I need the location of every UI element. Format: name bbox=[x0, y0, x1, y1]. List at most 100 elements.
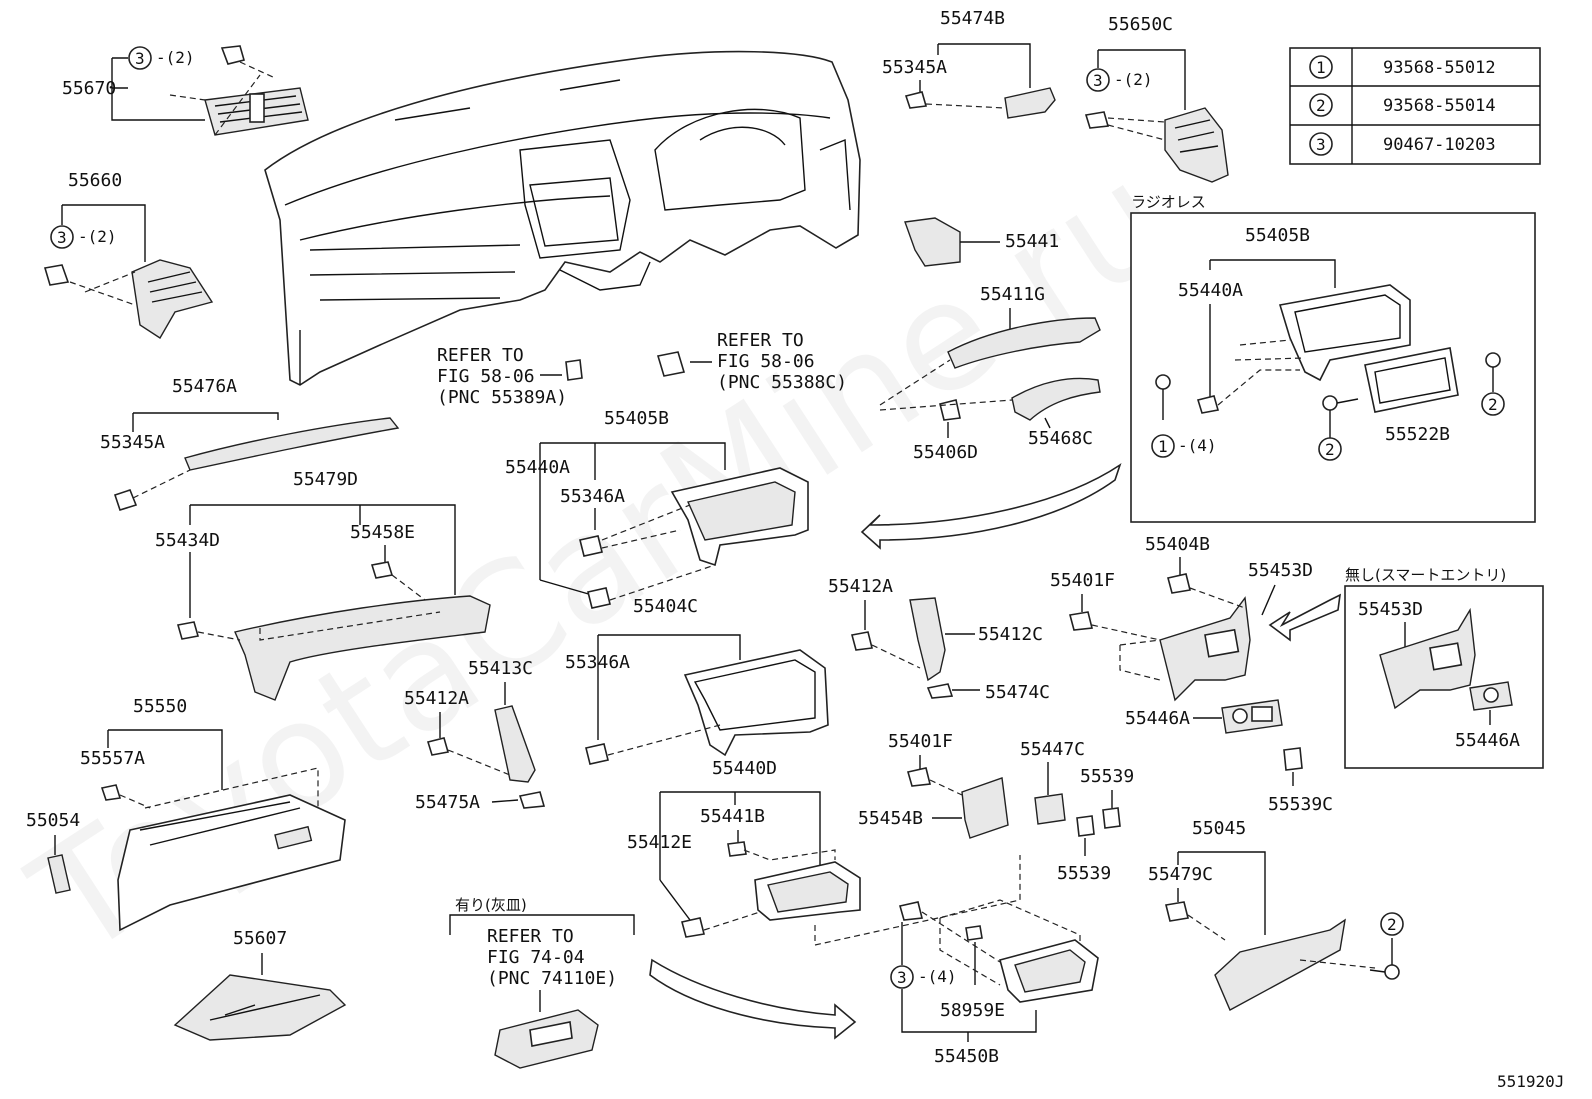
label-55346A: 55346A bbox=[560, 486, 625, 507]
svg-text:2: 2 bbox=[1387, 915, 1397, 934]
legend-part-2: 93568-55014 bbox=[1383, 96, 1496, 116]
refer-note-55389a-3: (PNC 55389A) bbox=[437, 387, 567, 408]
plug-icon bbox=[1283, 747, 1303, 771]
clip-icon bbox=[100, 784, 122, 801]
label-55474B: 55474B bbox=[940, 8, 1005, 29]
refer-note-74110e-3: (PNC 74110E) bbox=[487, 968, 617, 989]
console-box-55440D bbox=[754, 861, 861, 921]
figure-id: 551920J bbox=[1497, 1072, 1564, 1091]
label-55405B: 55405B bbox=[604, 408, 669, 429]
label-55468C: 55468C bbox=[1028, 428, 1093, 449]
svg-text:1: 1 bbox=[1158, 437, 1168, 456]
panel-r55405B bbox=[1278, 284, 1411, 382]
label-55441B: 55441B bbox=[700, 806, 765, 827]
under-cover-55045 bbox=[1214, 918, 1346, 1011]
label-55450B: 55450B bbox=[934, 1046, 999, 1067]
screw-icon bbox=[1369, 938, 1400, 980]
switch-55446A bbox=[1221, 699, 1283, 734]
label-55607: 55607 bbox=[233, 928, 287, 949]
plug-icon bbox=[1102, 807, 1121, 829]
label-55054: 55054 bbox=[26, 810, 80, 831]
label-55557A: 55557A bbox=[80, 748, 145, 769]
legend-key-1: 1 bbox=[1316, 58, 1326, 77]
arrow-icon bbox=[1268, 593, 1341, 642]
refer-note-74110e-1: REFER TO bbox=[487, 926, 574, 947]
label-55412A: 55412A bbox=[828, 576, 893, 597]
svg-text:-(4): -(4) bbox=[1178, 436, 1217, 455]
clip-icon bbox=[518, 791, 546, 809]
clip-icon bbox=[113, 489, 138, 511]
side-vent-55660 bbox=[131, 259, 214, 339]
glove-box-55550 bbox=[117, 794, 346, 932]
arrow-icon bbox=[649, 958, 857, 1040]
label-55412A-2: 55412A bbox=[404, 688, 469, 709]
box-title-radioless: ラジオレス bbox=[1131, 193, 1206, 211]
box-title-no-smart-entry: 無し(スマートエントリ) bbox=[1345, 566, 1506, 584]
damper-55054 bbox=[47, 854, 71, 894]
radioless-box bbox=[1130, 212, 1536, 523]
svg-text:-(2): -(2) bbox=[1114, 70, 1153, 89]
clip-icon bbox=[851, 631, 873, 651]
label-55346A-2: 55346A bbox=[565, 652, 630, 673]
label-58959E: 58959E bbox=[940, 1000, 1005, 1021]
screw-icon bbox=[1322, 395, 1359, 438]
label-55401F-2: 55401F bbox=[1050, 570, 1115, 591]
label-55447C: 55447C bbox=[1020, 739, 1085, 760]
plug-icon bbox=[1076, 815, 1095, 837]
box-title-with-ashtray: 有り(灰皿) bbox=[455, 896, 527, 914]
bracket-55454B bbox=[961, 777, 1009, 839]
label-55404C: 55404C bbox=[633, 596, 698, 617]
label-55440A: 55440A bbox=[505, 457, 570, 478]
screw-icon bbox=[1485, 352, 1501, 392]
clip-icon bbox=[681, 917, 705, 938]
bracket-55441 bbox=[904, 217, 961, 267]
callout-3 bbox=[1086, 68, 1110, 92]
clip-icon bbox=[585, 743, 609, 765]
clip-icon bbox=[727, 841, 747, 857]
label-55660: 55660 bbox=[68, 170, 122, 191]
refer-note-55389a-1: REFER TO bbox=[437, 345, 524, 366]
clip-icon bbox=[926, 683, 954, 699]
center-vent-55670 bbox=[204, 87, 309, 136]
clip-icon bbox=[220, 45, 245, 65]
side-panel-55413C bbox=[494, 705, 536, 783]
svg-text:-(2): -(2) bbox=[156, 48, 195, 67]
label-55446A: 55446A bbox=[1125, 708, 1190, 729]
column-cover-55412C bbox=[909, 597, 946, 682]
svg-text:-(4): -(4) bbox=[918, 967, 957, 986]
legend-table: 1 2 3 93568-55012 93568-55014 90467-1020… bbox=[1289, 47, 1541, 165]
label-55650C: 55650C bbox=[1108, 14, 1173, 35]
label-55406D: 55406D bbox=[913, 442, 978, 463]
clip-icon bbox=[1196, 395, 1220, 414]
label-55475A: 55475A bbox=[415, 792, 480, 813]
label-r55522B: 55522B bbox=[1385, 424, 1450, 445]
glove-box-door-55607 bbox=[173, 974, 347, 1041]
label-55670: 55670 bbox=[62, 78, 116, 99]
screw-icon bbox=[1155, 374, 1171, 420]
clip-icon bbox=[1167, 573, 1191, 594]
label-55539: 55539 bbox=[1080, 766, 1134, 787]
clip-icon bbox=[906, 767, 931, 787]
label-55441: 55441 bbox=[1005, 231, 1059, 252]
cover-55474B bbox=[1004, 87, 1056, 119]
svg-text:-(2): -(2) bbox=[78, 227, 117, 246]
label-55345A-top: 55345A bbox=[882, 57, 947, 78]
clip-icon bbox=[965, 925, 983, 941]
label-55413C: 55413C bbox=[468, 658, 533, 679]
label-r55405B: 55405B bbox=[1245, 225, 1310, 246]
svg-text:3: 3 bbox=[897, 968, 907, 987]
side-vent-55650C bbox=[1164, 107, 1229, 183]
clip-icon bbox=[370, 561, 394, 579]
svg-text:2: 2 bbox=[1325, 440, 1335, 459]
panel-55411G bbox=[947, 317, 1101, 369]
label-55550: 55550 bbox=[133, 696, 187, 717]
legend-part-1: 93568-55012 bbox=[1383, 58, 1496, 78]
lower-panel-55453D-alt bbox=[1379, 607, 1476, 710]
callout-1 bbox=[1151, 434, 1175, 458]
label-55434D: 55434D bbox=[155, 530, 220, 551]
callout-3 bbox=[890, 965, 914, 989]
clip-icon bbox=[1084, 111, 1110, 129]
bezel-55404C bbox=[683, 649, 829, 757]
clip-icon bbox=[656, 351, 686, 377]
